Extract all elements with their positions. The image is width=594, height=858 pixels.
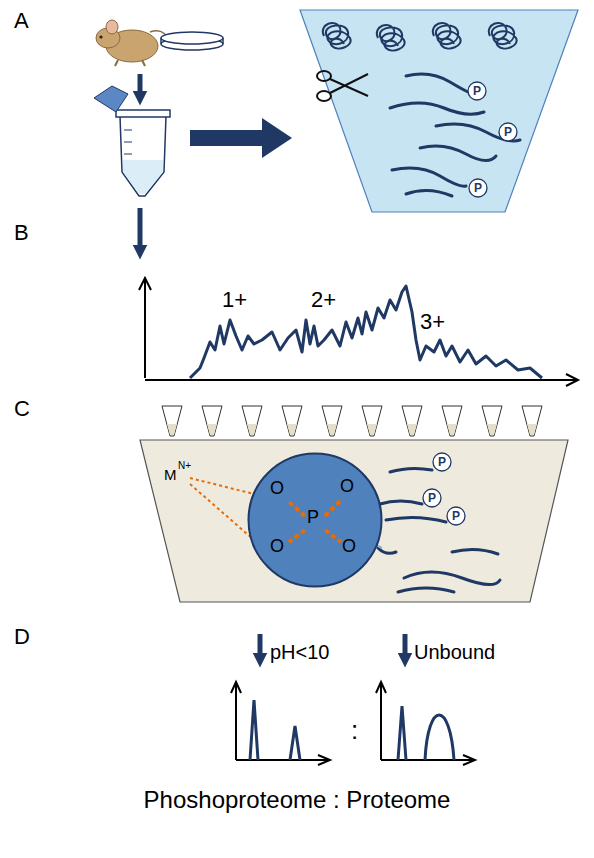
panel-label: D [14, 626, 30, 648]
peptides [390, 74, 520, 196]
phosphate-atom: O [270, 479, 284, 497]
flow-arrow [138, 74, 143, 98]
phospho-tag: P [468, 178, 488, 198]
petri-dish [161, 32, 223, 50]
spectrum-trace [190, 286, 542, 378]
sample-tube [94, 86, 170, 196]
panel-label: A [14, 10, 29, 32]
enrichment-vessel [140, 440, 568, 602]
panel-label: : [351, 717, 358, 743]
phospho-tag: P [446, 506, 466, 526]
scissors [317, 71, 368, 101]
digestion-vessel [300, 10, 578, 212]
phospho-tag: P [498, 122, 518, 142]
fraction-tubes [162, 406, 542, 436]
phospho-letter: P [474, 182, 482, 194]
panel-label: Unbound [414, 642, 495, 662]
caption-text: Phoshoproteome : Proteome [144, 788, 451, 812]
panel-label: B [14, 222, 29, 244]
panel-label: 3+ [420, 311, 445, 333]
phosphate-atom: O [342, 537, 356, 555]
flow-arrow [190, 118, 292, 158]
phosphate-atom: P [307, 508, 319, 526]
spectrum-axes [139, 278, 578, 386]
phospho-letter: P [428, 492, 436, 504]
ion-label: N+ [178, 461, 191, 471]
phospho-letter: P [473, 85, 481, 97]
affinity-bead: O O P O O [247, 452, 383, 588]
peptides [378, 468, 500, 592]
phospho-letter: P [504, 126, 512, 138]
ion-label: M [164, 467, 177, 482]
chart-axes [231, 682, 475, 765]
phosphate-atom: O [340, 477, 354, 495]
mouse [96, 20, 168, 66]
phospho-tag: P [422, 488, 442, 508]
phospho-letter: P [438, 456, 446, 468]
flow-arrow [258, 634, 263, 660]
phosphate-atom: O [270, 537, 284, 555]
phospho-tag: P [467, 81, 487, 101]
phospho-tag: P [432, 452, 452, 472]
panel-label: C [14, 398, 30, 420]
panel-label: pH<10 [270, 642, 330, 662]
flow-arrow [138, 208, 143, 252]
panel-label: 1+ [222, 289, 247, 311]
flow-arrow [403, 634, 408, 660]
phospho-letter: P [452, 510, 460, 522]
panel-label: 2+ [311, 289, 336, 311]
chromatogram [250, 700, 454, 760]
metal-coordination [190, 478, 254, 540]
